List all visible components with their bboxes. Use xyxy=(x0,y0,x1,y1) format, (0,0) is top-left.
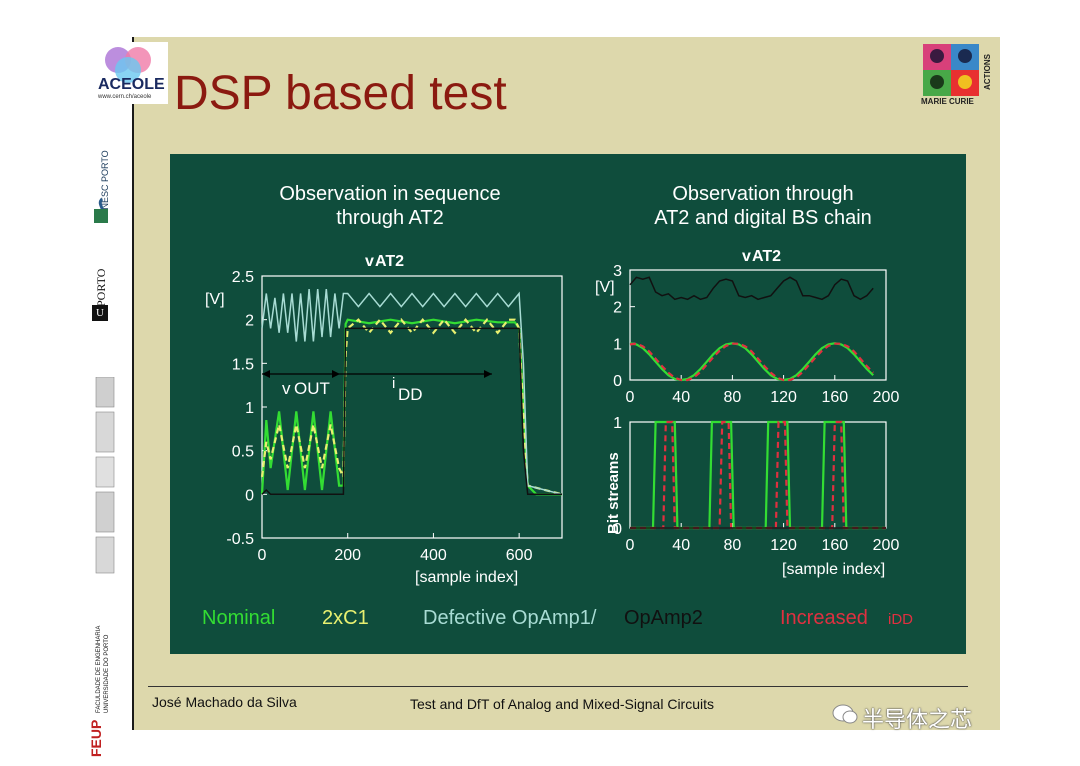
chart2-plot-area xyxy=(629,269,887,381)
chart2-xtick-label: 80 xyxy=(724,389,742,406)
chart1-ytick-label: 2.5 xyxy=(232,269,254,286)
legend-nominal: Nominal xyxy=(202,607,275,629)
series-increased-idd xyxy=(629,342,874,382)
series-2xc1 xyxy=(260,317,563,496)
actions-text: ACTIONS xyxy=(983,54,992,90)
chart1-ylabel: [V] xyxy=(205,291,225,308)
series-nominal xyxy=(630,420,886,530)
legend-defective: Defective OpAmp1/ xyxy=(423,607,597,629)
chart1-ytick-label: 0 xyxy=(245,487,254,504)
chart2-ytick-label: 1 xyxy=(613,336,622,353)
watermark-text: 半导体之芯 xyxy=(862,707,973,732)
chart3-ylabel: Bit streams xyxy=(605,452,622,534)
chart1-xlabel: [sample index] xyxy=(415,569,518,586)
chart3-xtick-label: 120 xyxy=(770,537,797,554)
chart1-xtick-label: 0 xyxy=(258,547,267,564)
annotation-idd-i: i xyxy=(392,375,395,392)
annotation-vout-v: v xyxy=(282,379,291,398)
chart1-ytick-label: 1.5 xyxy=(232,356,254,373)
chart3-xtick-label: 200 xyxy=(873,537,900,554)
legend-2xc1: 2xC1 xyxy=(322,607,369,629)
chart2-ytick-label: 2 xyxy=(613,300,622,317)
chart3-xtick-label: 0 xyxy=(626,537,635,554)
chart1-ytick-label: 0.5 xyxy=(232,444,254,461)
legend-idd: iDD xyxy=(888,611,913,628)
chart1-title-line1: Observation in sequence xyxy=(279,183,500,205)
chart1-xtick-label: 400 xyxy=(420,547,447,564)
chart2-ylabel: [V] xyxy=(595,279,615,296)
aceole-url: www.cern.ch/aceole xyxy=(98,94,152,100)
inesc-square-icon xyxy=(94,209,108,223)
chart3-xlabel: [sample index] xyxy=(782,561,885,578)
chart2-xtick-label: 200 xyxy=(873,389,900,406)
chart-panel: Observation in sequence through AT2 Obse… xyxy=(170,154,966,654)
chart1-xtick-label: 200 xyxy=(334,547,361,564)
marie-curie-logo: MARIE CURIE ACTIONS xyxy=(921,42,997,108)
chart2-subtitle-v: v xyxy=(742,248,751,265)
footer-course: Test and DfT of Analog and Mixed-Signal … xyxy=(410,696,715,712)
series-opamp2 xyxy=(261,327,562,496)
aceole-circles-icon xyxy=(105,47,151,83)
annotation-vout-label: OUT xyxy=(294,379,330,398)
chart2-ytick-label: 3 xyxy=(613,263,622,280)
chart1-ytick-label: 1 xyxy=(245,400,254,417)
marie-curie-text: MARIE CURIE xyxy=(921,97,974,106)
chart3-ytick-label: 0 xyxy=(613,521,622,538)
legend-opamp2: OpAmp2 xyxy=(624,607,703,629)
footer-author: José Machado da Silva xyxy=(152,694,297,710)
legend-increased: Increased xyxy=(780,607,868,629)
aceole-logo: ACEOLE www.cern.ch/aceole xyxy=(90,42,168,104)
feup-label: FEUP xyxy=(88,719,104,757)
chart3-xtick-label: 160 xyxy=(821,537,848,554)
feup-sub2-label: UNIVERSIDADE DO PORTO xyxy=(104,634,110,713)
chart1-title-line2: through AT2 xyxy=(336,207,443,229)
idd-arrow-right-icon xyxy=(484,370,492,378)
footer-divider xyxy=(148,686,968,687)
wechat-icon xyxy=(832,702,858,726)
sidebar: INESC PORTO PORTO U FEUP FACULDADE DE EN… xyxy=(80,37,134,757)
chart1-xtick-label: 600 xyxy=(506,547,533,564)
chart1-subtitle-v: v xyxy=(365,253,374,270)
chart2-ytick-label: 0 xyxy=(613,373,622,390)
vout-arrow-left-icon xyxy=(262,370,270,378)
annotation-idd-label: DD xyxy=(398,385,423,404)
chart2-title-line1: Observation through xyxy=(672,183,853,205)
page-title: DSP based test xyxy=(174,67,507,120)
chart3-xtick-label: 40 xyxy=(672,537,690,554)
series-nominal xyxy=(629,342,874,382)
chart3-xtick-label: 80 xyxy=(724,537,742,554)
chart2-title-line2: AT2 and digital BS chain xyxy=(654,207,872,229)
chart2-xtick-label: 120 xyxy=(770,389,797,406)
chart-canvas: Observation in sequence through AT2 Obse… xyxy=(202,183,913,629)
uporto-label: PORTO xyxy=(94,268,108,307)
chart2-subtitle-at2: AT2 xyxy=(752,248,781,265)
vout-arrow-right-icon xyxy=(332,370,340,378)
uporto-u-icon: U xyxy=(92,305,108,321)
chart1-ytick-label: -0.5 xyxy=(226,531,254,548)
chart3-ytick-label: 1 xyxy=(613,415,622,432)
chart2-xtick-label: 160 xyxy=(821,389,848,406)
chart3-plot-area xyxy=(629,421,887,529)
chart1-subtitle-at2: AT2 xyxy=(375,253,404,270)
series-increased-idd xyxy=(630,420,886,530)
series-nominal xyxy=(260,318,562,496)
feup-sub-label: FACULDADE DE ENGENHARIA xyxy=(96,625,102,713)
chart1-ytick-label: 2 xyxy=(245,313,254,330)
marie-curie-portrait-icon xyxy=(923,44,979,96)
chart2-xtick-label: 40 xyxy=(672,389,690,406)
aceole-text: ACEOLE xyxy=(98,76,165,93)
chart2-xtick-label: 0 xyxy=(626,389,635,406)
series-defective-opamp1 xyxy=(261,289,563,496)
building-illustration-icon xyxy=(94,376,118,577)
series-opamp2 xyxy=(629,276,874,301)
